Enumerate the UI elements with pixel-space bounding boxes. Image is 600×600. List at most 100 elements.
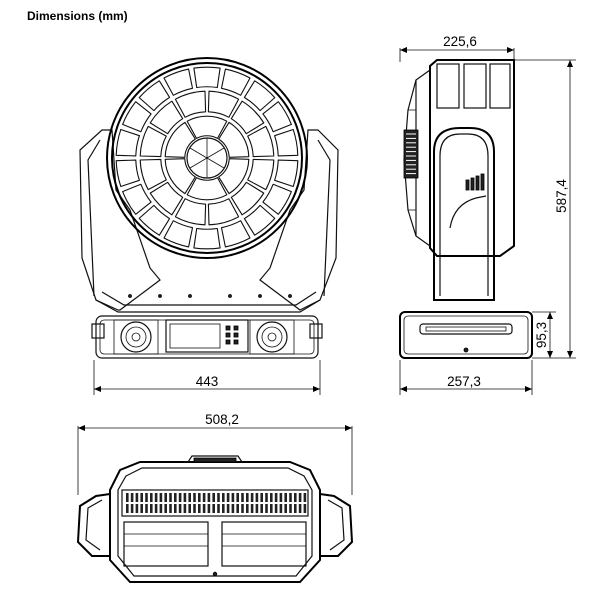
grille-slot <box>130 504 134 513</box>
top-vent-grille <box>121 489 309 517</box>
grille-slot <box>217 504 220 513</box>
grille-slot <box>183 493 187 502</box>
grille-slot <box>212 504 215 513</box>
side-height-label: 587,4 <box>554 179 569 213</box>
right-fan-grille <box>249 319 295 355</box>
grille-slot <box>265 493 268 502</box>
grille-slot <box>178 493 182 502</box>
lens-cell <box>218 121 250 158</box>
grille-slot <box>303 493 307 502</box>
lens-cell <box>164 121 196 158</box>
grille-slot <box>274 504 278 513</box>
grille-slot <box>246 493 249 502</box>
lens-cell <box>138 80 171 112</box>
lens-cell <box>262 183 292 215</box>
lens-cell <box>174 90 207 118</box>
grille-slot <box>193 493 196 502</box>
grille-slot <box>207 493 211 502</box>
grille-slot <box>164 493 167 502</box>
lens-array <box>115 66 299 250</box>
lens-cell <box>193 227 221 250</box>
grille-slot <box>140 504 143 513</box>
lens-cell <box>186 177 228 201</box>
lens-cell <box>243 204 276 236</box>
grille-slot <box>241 493 244 502</box>
grille-slot <box>135 504 139 513</box>
lens-cell <box>220 220 251 248</box>
grille-slot <box>246 504 249 513</box>
page-title: Dimensions (mm) <box>27 9 128 23</box>
grille-slot <box>222 493 225 502</box>
lens-cell <box>274 159 299 188</box>
lens-cell <box>138 204 171 236</box>
top-view: 508,2 <box>76 412 354 583</box>
grille-slot <box>150 504 153 513</box>
grille-slot <box>164 504 167 513</box>
grille-slot <box>212 493 215 502</box>
grille-slot <box>294 493 297 502</box>
lens-cell <box>186 115 228 139</box>
front-view: 443 <box>79 57 339 395</box>
grille-slot <box>260 493 263 502</box>
grille-slot <box>255 493 259 502</box>
frame-bolts <box>128 294 292 298</box>
grille-slot <box>193 504 196 513</box>
side-top-width-label: 225,6 <box>443 34 477 49</box>
grille-slot <box>270 504 273 513</box>
grille-slot <box>260 504 263 513</box>
grille-slot <box>289 493 292 502</box>
lens-cell <box>207 198 240 226</box>
grille-slot <box>236 504 239 513</box>
grille-slot <box>270 493 273 502</box>
grille-slot <box>126 493 129 502</box>
grille-slot <box>198 493 201 502</box>
top-width-label: 508,2 <box>205 412 239 427</box>
grille-slot <box>236 493 239 502</box>
grille-slot <box>231 493 235 502</box>
grille-slot <box>169 493 172 502</box>
grille-slot <box>289 504 292 513</box>
grille-slot <box>135 493 139 502</box>
grille-slot <box>274 493 278 502</box>
grille-slot <box>255 504 259 513</box>
grille-slot <box>250 493 254 502</box>
lens-cell <box>218 158 250 195</box>
lens-cell <box>230 100 265 135</box>
lens-cell <box>247 125 275 158</box>
grille-slot <box>284 504 287 513</box>
lens-cell <box>115 159 140 188</box>
grille-slot <box>241 504 244 513</box>
lens-cell <box>139 125 167 158</box>
lens-cell <box>274 128 299 157</box>
grille-slot <box>159 504 163 513</box>
grille-slot <box>130 493 134 502</box>
lens-cell <box>115 128 140 157</box>
grille-slot <box>178 504 182 513</box>
grille-slot <box>140 493 143 502</box>
grille-slot <box>217 493 220 502</box>
grille-slot <box>250 504 254 513</box>
display-panel <box>165 319 249 353</box>
lens-cell <box>149 100 184 135</box>
grille-slot <box>294 504 297 513</box>
grille-slot <box>207 504 211 513</box>
left-fan-grille <box>113 319 159 355</box>
grille-slot <box>279 493 283 502</box>
lens-cell <box>220 68 251 96</box>
grille-slot <box>298 493 302 502</box>
grille-slot <box>222 504 225 513</box>
lens-cell <box>262 101 292 133</box>
side-base-width-label: 257,3 <box>447 374 481 389</box>
lens-cell <box>122 101 152 133</box>
grille-slot <box>174 493 177 502</box>
front-width-label: 443 <box>196 374 219 389</box>
lens-cell <box>174 198 207 226</box>
grille-slot <box>202 493 206 502</box>
grille-slot <box>145 493 148 502</box>
grille-slot <box>154 493 158 502</box>
grille-slot <box>126 504 129 513</box>
lens-cell <box>149 181 184 216</box>
side-vent-slots <box>406 133 416 175</box>
grille-slot <box>202 504 206 513</box>
lens-cell <box>163 220 194 248</box>
